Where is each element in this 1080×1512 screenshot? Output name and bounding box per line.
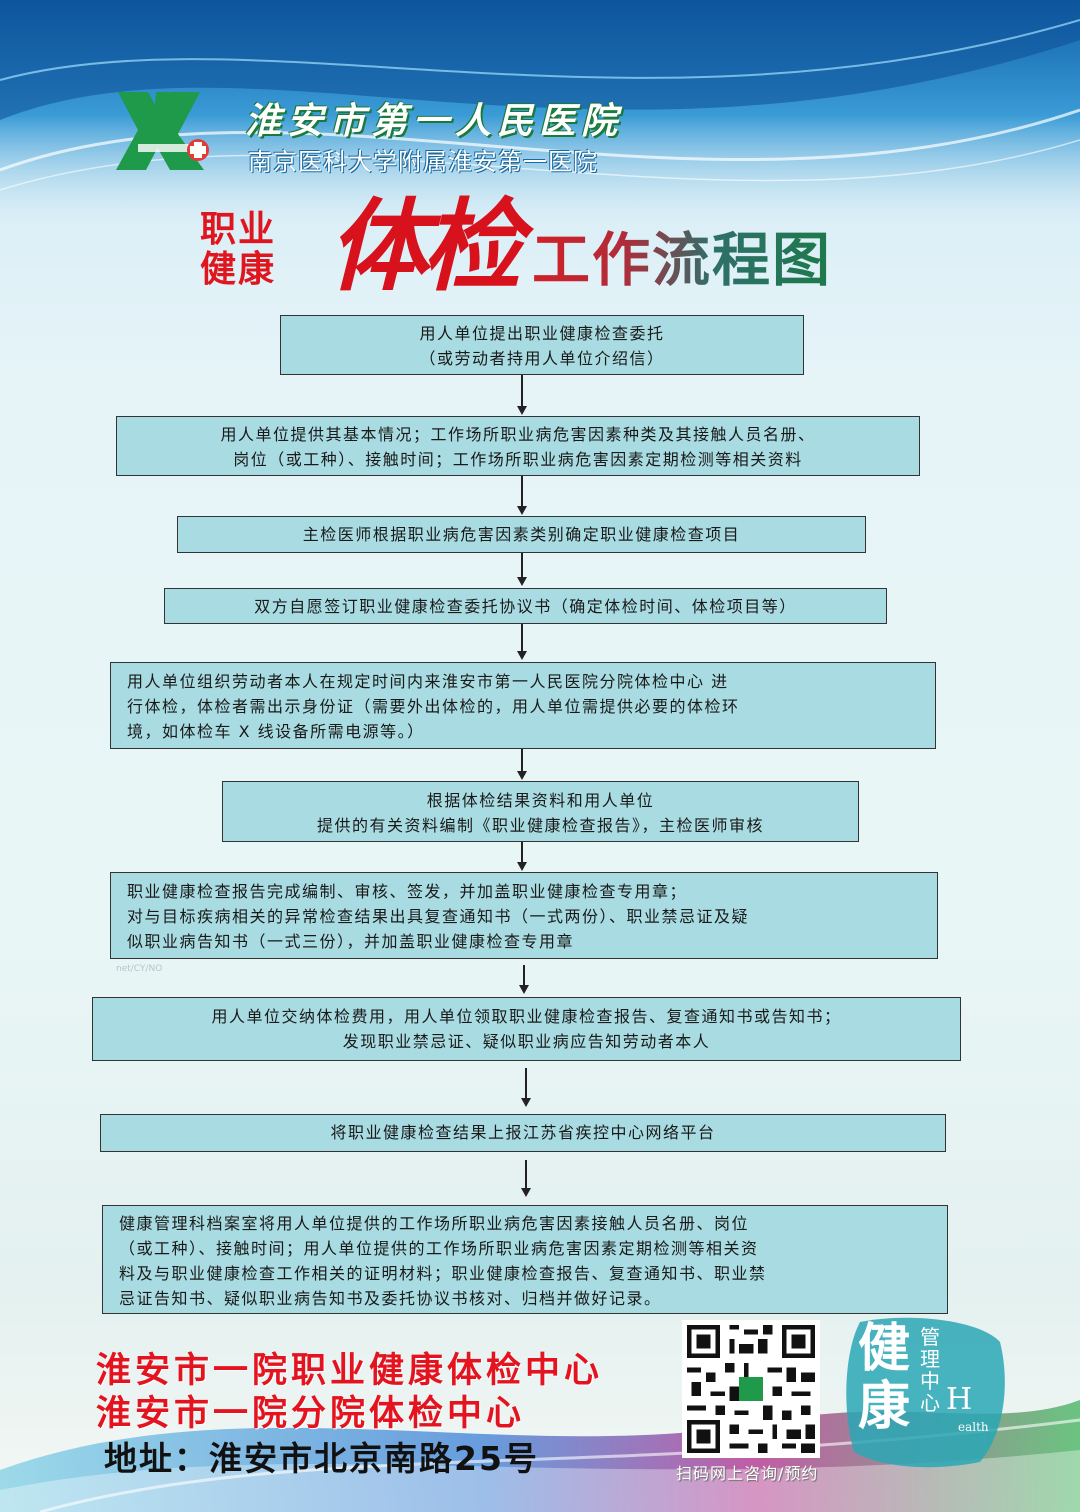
flow-step-9: 将职业健康检查结果上报江苏省疾控中心网络平台 [100, 1114, 946, 1152]
step-8-line-2: 发现职业禁忌证、疑似职业病应告知劳动者本人 [342, 1032, 711, 1051]
step-2-line-2: 岗位（或工种）、接触时间；工作场所职业病危害因素定期检测等相关资料 [233, 450, 803, 469]
step-5-line-2: 行体检，体检者需出示身份证（需要外出体检的，用人单位需提供必要的体检环 [127, 697, 740, 716]
step-9-line-1: 将职业健康检查结果上报江苏省疾控中心网络平台 [330, 1123, 716, 1142]
step-7-line-2: 对与目标疾病相关的异常检查结果出具复查通知书（一式两份）、职业禁忌证及疑 [127, 907, 750, 926]
title-small-line2: 健康 [200, 249, 277, 290]
step-6-line-2: 提供的有关资料编制《职业健康检查报告》，主检医师审核 [316, 816, 764, 835]
hospital-subtitle: 南京医科大学附属淮安第一医院 [248, 148, 598, 176]
step-6-line-1: 根据体检结果资料和用人单位 [426, 791, 655, 810]
step-2-line-1: 用人单位提供其基本情况；工作场所职业病危害因素种类及其接触人员名册、 [220, 425, 816, 444]
step-10-line-1: 健康管理科档案室将用人单位提供的工作场所职业病危害因素接触人员名册、岗位 [119, 1214, 750, 1233]
flow-step-5: 用人单位组织劳动者本人在规定时间内来淮安市第一人民医院分院体检中心 进 行体检，… [110, 662, 936, 749]
health-badge-big: 健康 [858, 1318, 911, 1437]
step-10-line-3: 料及与职业健康检查工作相关的证明材料；职业健康检查报告、复查通知书、职业禁 [119, 1264, 767, 1283]
hospital-logo-icon [116, 92, 209, 170]
step-7-line-3: 似职业病告知书（一式三份），并加盖职业健康检查专用章 [127, 932, 575, 951]
qr-code-icon[interactable] [682, 1320, 820, 1458]
qr-caption: 扫码网上咨询/预约 [676, 1464, 819, 1483]
step-3-line-1: 主检医师根据职业病危害因素类别确定职业健康检查项目 [302, 525, 741, 544]
flow-step-1: 用人单位提出职业健康检查委托 （或劳动者持用人单位介绍信） [280, 315, 804, 375]
health-badge-en: ealth [958, 1420, 989, 1434]
health-badge-shape [846, 1317, 1005, 1468]
title-physical-exam: 体检 [328, 187, 522, 305]
health-badge-small: 管理中心 [920, 1325, 940, 1415]
watermark-text: net/CY/NO [116, 964, 163, 974]
title-workflow-chart: 工作流程图 [532, 226, 833, 294]
hospital-name: 淮安市第一人民医院 [245, 100, 624, 142]
health-badge-letter: H [946, 1382, 973, 1417]
address-text: 地址：淮安市北京南路25号 [104, 1439, 539, 1478]
step-1-line-2: （或劳动者持用人单位介绍信） [419, 349, 665, 368]
flow-step-4: 双方自愿签订职业健康检查委托协议书（确定体检时间、体检项目等） [164, 588, 887, 624]
step-5-line-1: 用人单位组织劳动者本人在规定时间内来淮安市第一人民医院分院体检中心 进 [127, 672, 729, 691]
flow-step-2: 用人单位提供其基本情况；工作场所职业病危害因素种类及其接触人员名册、 岗位（或工… [116, 416, 920, 476]
step-5-line-3: 境，如体检车 X 线设备所需电源等。） [127, 722, 425, 741]
title-occupational-health: 职业 健康 [200, 210, 276, 290]
flow-step-8: 用人单位交纳体检费用，用人单位领取职业健康检查报告、复查通知书或告知书； 发现职… [92, 997, 961, 1061]
title-small-line1: 职业 [200, 209, 277, 250]
health-management-badge: 健康 管理中心 H ealth [840, 1312, 1010, 1472]
step-7-line-1: 职业健康检查报告完成编制、审核、签发，并加盖职业健康检查专用章； [127, 882, 688, 901]
step-4-line-1: 双方自愿签订职业健康检查委托协议书（确定体检时间、体检项目等） [254, 597, 797, 616]
flow-step-6: 根据体检结果资料和用人单位 提供的有关资料编制《职业健康检查报告》，主检医师审核 [222, 781, 859, 842]
exam-center-name-2: 淮安市一院分院体检中心 [96, 1394, 526, 1434]
step-10-line-4: 忌证告知书、疑似职业病告知书及委托协议书核对、归档并做好记录。 [119, 1289, 662, 1308]
step-8-line-1: 用人单位交纳体检费用，用人单位领取职业健康检查报告、复查通知书或告知书； [211, 1007, 842, 1026]
flow-step-7: 职业健康检查报告完成编制、审核、签发，并加盖职业健康检查专用章； 对与目标疾病相… [110, 872, 938, 959]
step-1-line-1: 用人单位提出职业健康检查委托 [419, 324, 665, 343]
flow-step-3: 主检医师根据职业病危害因素类别确定职业健康检查项目 [177, 516, 866, 553]
exam-center-name-1: 淮安市一院职业健康体检中心 [96, 1351, 604, 1391]
flow-step-10: 健康管理科档案室将用人单位提供的工作场所职业病危害因素接触人员名册、岗位 （或工… [102, 1205, 948, 1314]
step-10-line-2: （或工种）、接触时间；用人单位提供的工作场所职业病危害因素定期检测等相关资 [119, 1239, 759, 1258]
